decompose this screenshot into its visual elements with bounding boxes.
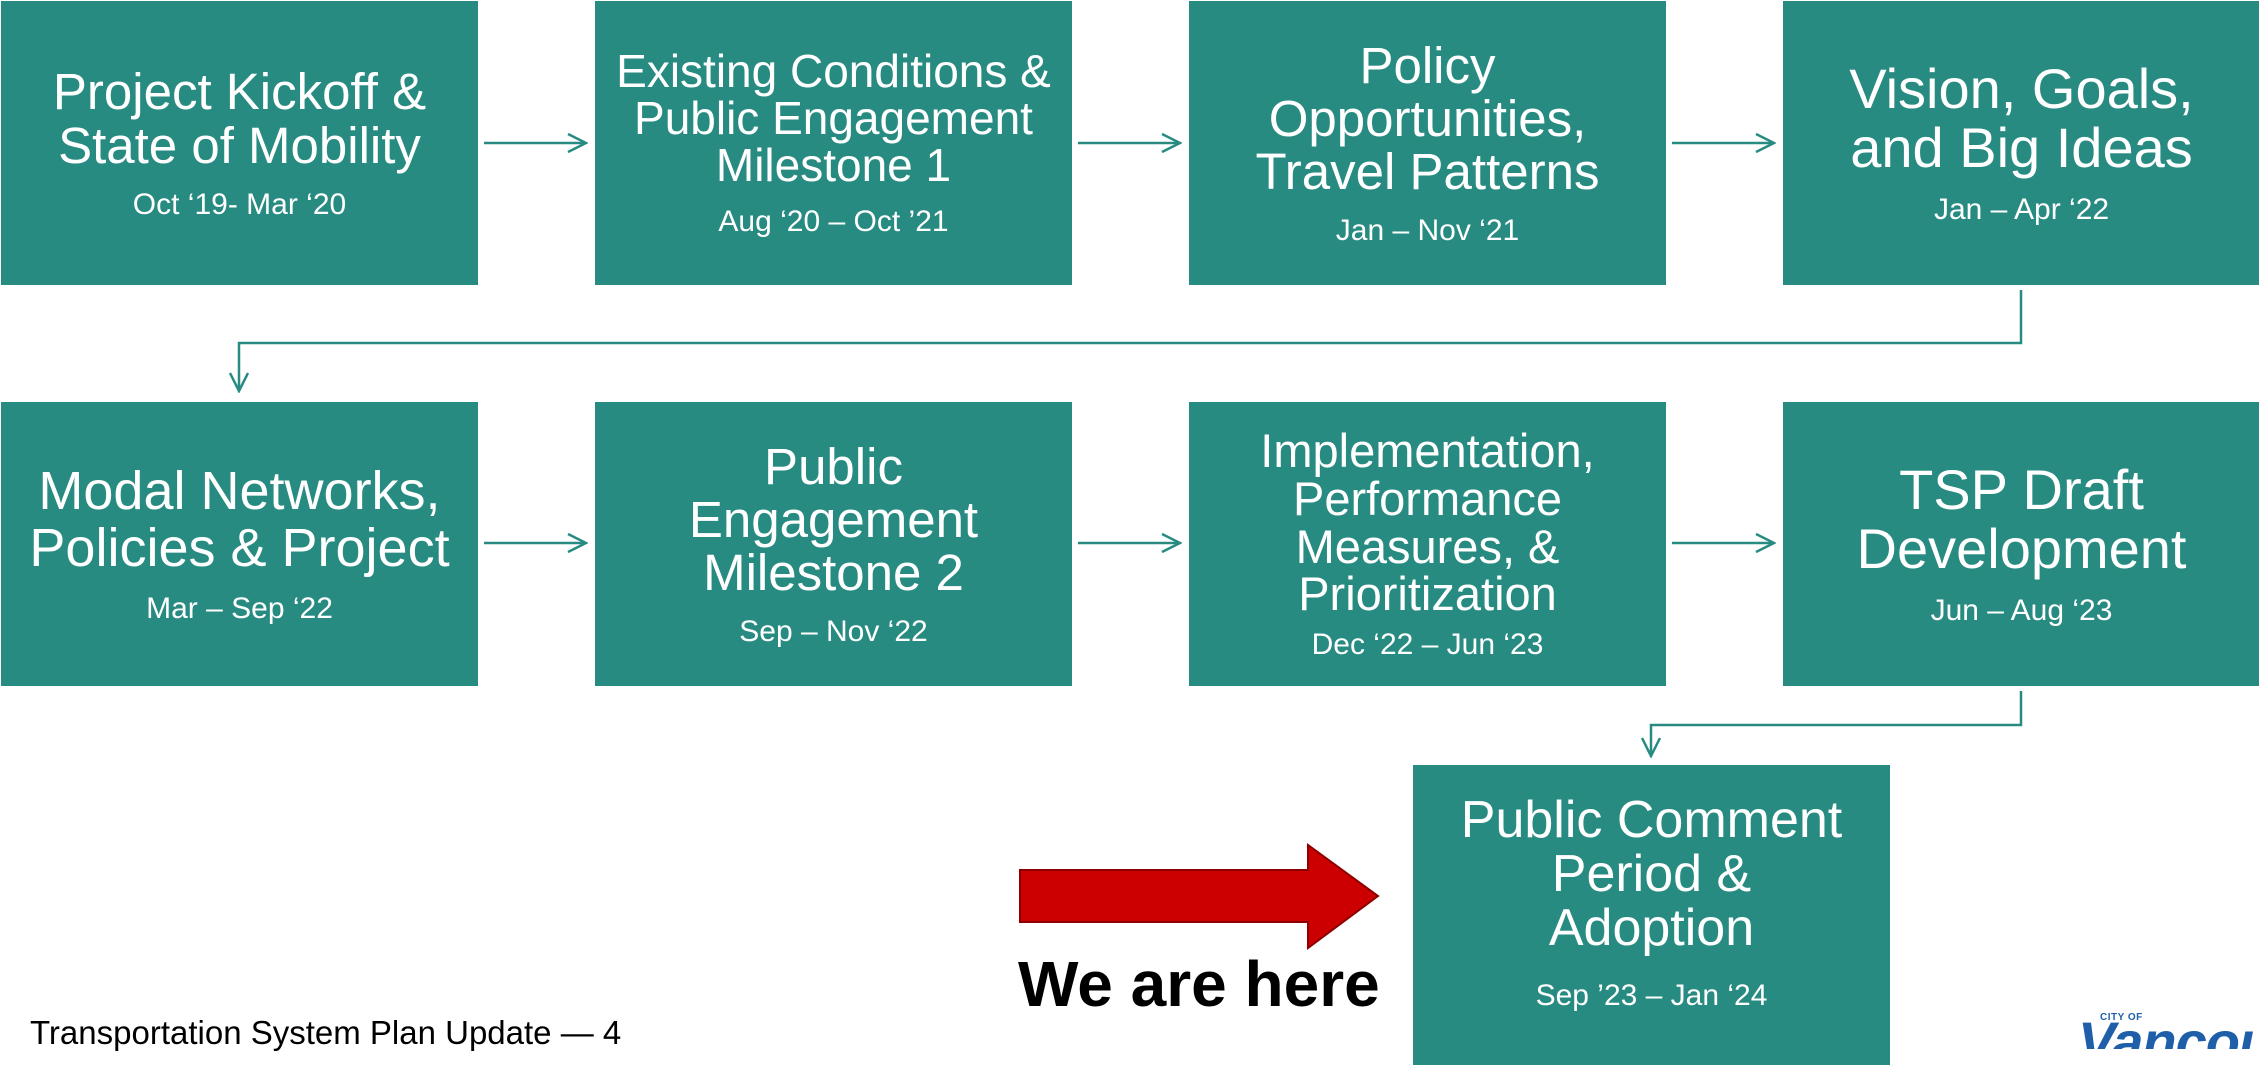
arrow-8-9: [1651, 691, 2023, 755]
step-dates: Oct ‘19- Mar ‘20: [132, 187, 347, 221]
city-logo: Vancouver CITY OF: [2078, 1005, 2259, 1049]
step-policy-opportunities: Policy Opportunities, Travel Patterns Ja…: [1189, 1, 1666, 285]
step-title: Policy Opportunities, Travel Patterns: [1255, 36, 1600, 201]
step-dates: Jan – Apr ‘22: [1933, 192, 2110, 226]
step-existing-conditions: Existing Conditions & Public Engagement …: [595, 1, 1072, 285]
step-modal-networks: Modal Networks, Policies & Project Mar –…: [1, 402, 478, 686]
step-project-kickoff: Project Kickoff & State of Mobility Oct …: [1, 1, 478, 285]
slide-footer: Transportation System Plan Update — 4: [30, 1014, 622, 1051]
step-title: Project Kickoff & State of Mobility: [52, 63, 427, 174]
step-title: TSP Draft Development: [1856, 458, 2187, 580]
step-title: Public Engagement Milestone 2: [688, 437, 979, 602]
step-title: Existing Conditions & Public Engagement …: [616, 45, 1051, 191]
step-tsp-draft: TSP Draft Development Jun – Aug ‘23: [1783, 402, 2259, 686]
we-are-here-arrow: [1019, 843, 1380, 950]
step-dates: Jan – Nov ‘21: [1335, 214, 1520, 248]
step-dates: Sep – Nov ‘22: [739, 615, 928, 649]
step-dates: Dec ‘22 – Jun ‘23: [1311, 628, 1544, 662]
step-dates: Sep ’23 – Jan ‘24: [1535, 979, 1768, 1013]
step-title: Vision, Goals, and Big Ideas: [1849, 57, 2194, 179]
step-vision-goals: Vision, Goals, and Big Ideas Jan – Apr ‘…: [1783, 1, 2259, 285]
step-public-engagement-2: Public Engagement Milestone 2 Sep – Nov …: [595, 402, 1072, 686]
arrow-4-5: [239, 290, 2023, 390]
step-implementation: Implementation, Performance Measures, & …: [1189, 402, 1666, 686]
step-title: Public Comment Period & Adoption: [1460, 791, 1843, 958]
step-public-comment: Public Comment Period & Adoption Sep ’23…: [1413, 765, 1890, 1065]
step-dates: Mar – Sep ‘22: [146, 591, 333, 625]
we-are-here-label: We are here: [1018, 948, 1380, 1020]
step-dates: Aug ‘20 – Oct ’21: [718, 204, 949, 238]
logo-city-of: CITY OF: [2100, 1012, 2143, 1023]
step-title: Modal Networks, Policies & Project: [29, 461, 450, 578]
step-title: Implementation, Performance Measures, & …: [1260, 423, 1595, 621]
logo-wordmark: Vancouver: [2078, 1010, 2259, 1050]
step-dates: Jun – Aug ‘23: [1930, 593, 2113, 627]
